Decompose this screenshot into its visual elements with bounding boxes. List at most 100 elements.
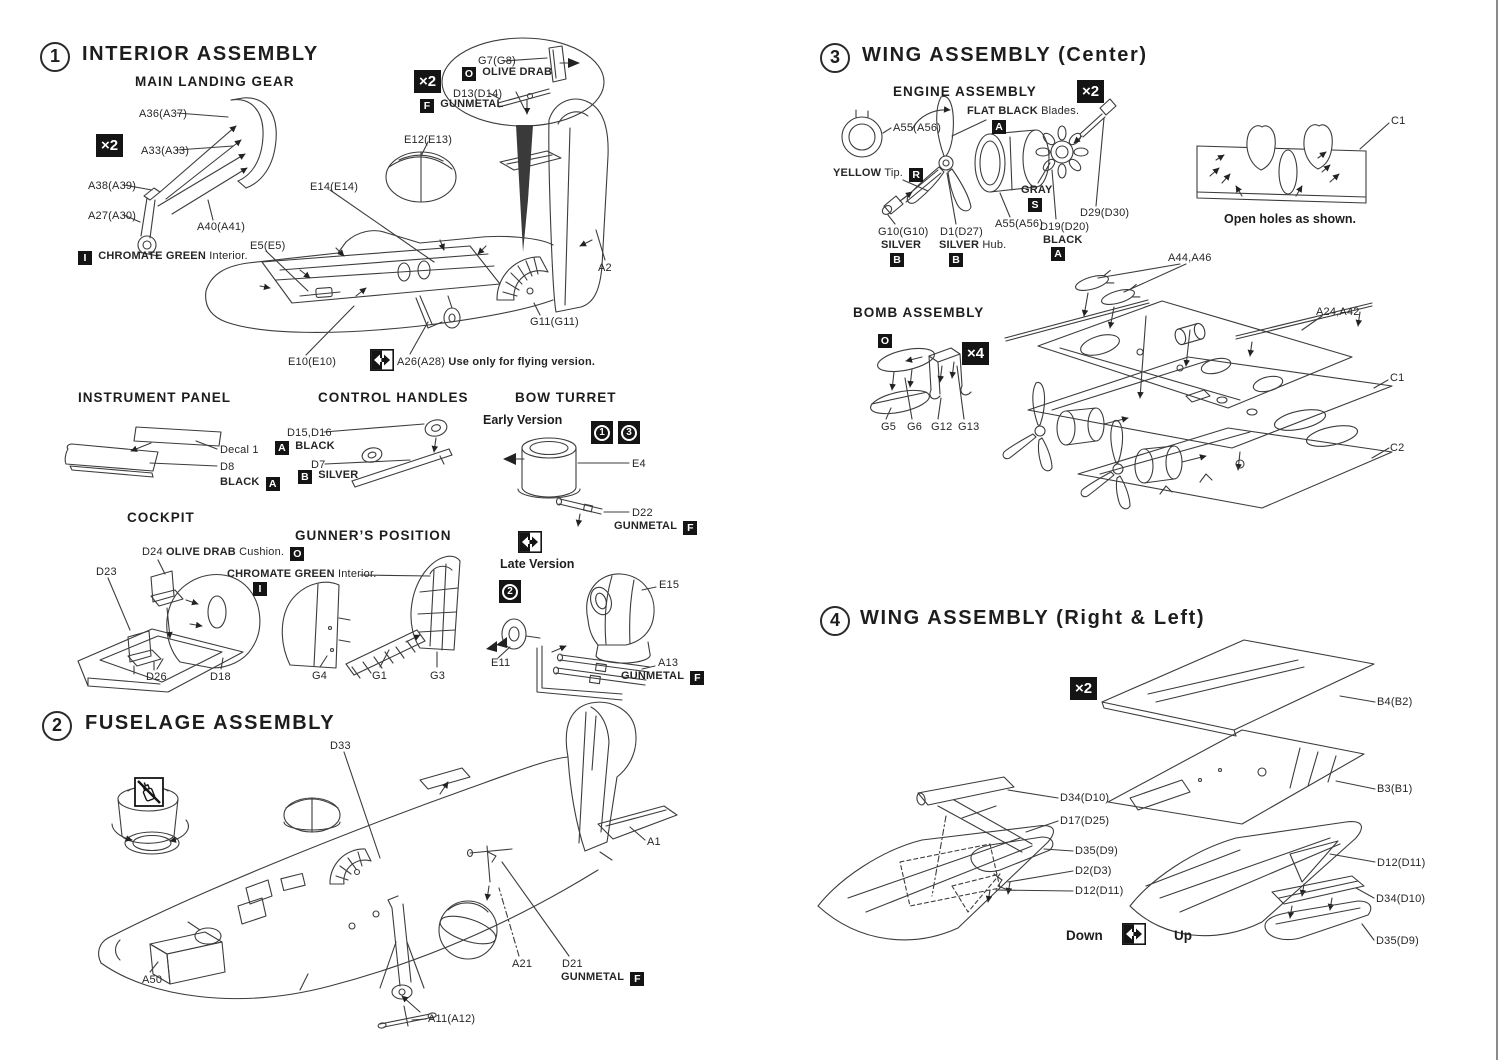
part-label-d26: D26 bbox=[146, 671, 167, 683]
paint-marker-F: F bbox=[683, 521, 698, 535]
part-label-d18: D18 bbox=[210, 671, 231, 683]
part-label-g3: G3 bbox=[430, 670, 446, 682]
gunmetal-note: F GUNMETAL bbox=[417, 98, 503, 113]
part-label-e10: E10(E10) bbox=[288, 356, 337, 368]
paint-color: GUNMETAL bbox=[614, 520, 678, 532]
late-version-label: Late Version bbox=[500, 557, 575, 571]
d1-color-note: SILVER Hub. bbox=[939, 239, 1006, 252]
part-label-d34-right: D34(D10) bbox=[1376, 893, 1426, 905]
blades-color-note: FLAT BLACK Blades. bbox=[967, 105, 1079, 118]
part-label-b4: B4(B2) bbox=[1377, 696, 1413, 708]
gunners-position-drawing bbox=[281, 555, 461, 679]
part-label-d7: D7 bbox=[311, 459, 326, 471]
part-label-a26: A26(A28) bbox=[397, 356, 446, 368]
part-label-e14: E14(E14) bbox=[310, 181, 359, 193]
paint-marker-A: A bbox=[1051, 247, 1065, 261]
part-label-g1: G1 bbox=[372, 670, 388, 682]
paint-marker-O: O bbox=[462, 67, 476, 81]
part-label-d35-right: D35(D9) bbox=[1376, 935, 1419, 947]
part-label-a55-ring: A55(A56) bbox=[893, 122, 942, 134]
instrument-panel-heading: INSTRUMENT PANEL bbox=[78, 390, 231, 405]
quantity-x4-badge: ×4 bbox=[962, 342, 990, 365]
part-label-g13: G13 bbox=[958, 421, 980, 433]
paint-color: GUNMETAL bbox=[561, 971, 625, 983]
part-label-e12: E12(E13) bbox=[404, 134, 453, 146]
paint-color: OLIVE DRAB bbox=[166, 546, 236, 558]
flying-version-note: Use only for flying version. bbox=[448, 356, 596, 368]
g10-color: SILVER bbox=[881, 239, 922, 251]
section-ref-2-badge: 2 bbox=[499, 580, 521, 603]
part-label-a21: A21 bbox=[512, 958, 533, 970]
part-label-d33: D33 bbox=[330, 740, 351, 752]
part-label-d12-left: D12(D11) bbox=[1075, 885, 1124, 897]
paint-marker-A: A bbox=[275, 441, 289, 455]
cushion-note: Cushion. bbox=[239, 546, 285, 558]
paint-note-rest: Interior. bbox=[209, 250, 248, 262]
part-label-a50: A50 bbox=[142, 974, 163, 986]
float-down-label: Down bbox=[1066, 928, 1103, 943]
part-label-c1-panel: C1 bbox=[1391, 115, 1406, 127]
swap-version-icon bbox=[518, 531, 542, 558]
part-label-d34-left: D34(D10) bbox=[1060, 792, 1110, 804]
part-label-b3: B3(B1) bbox=[1377, 783, 1413, 795]
paint-color: GUNMETAL bbox=[440, 98, 504, 110]
paint-marker-O: O bbox=[878, 334, 892, 348]
olive-drab-note: O OLIVE DRAB bbox=[459, 66, 552, 81]
cockpit-drawing bbox=[77, 559, 261, 693]
early-version-label: Early Version bbox=[483, 413, 563, 427]
a26-note: A26(A28) Use only for flying version. bbox=[397, 356, 595, 369]
paint-marker-O: O bbox=[290, 547, 305, 561]
section-4-title: WING ASSEMBLY (Right & Left) bbox=[860, 607, 1206, 629]
part-label-c2: C2 bbox=[1390, 442, 1405, 454]
part-label-d1: D1(D27) bbox=[940, 226, 983, 238]
section-3-number: 3 bbox=[820, 43, 850, 73]
part-label-g6: G6 bbox=[907, 421, 923, 433]
part-label-d22: D22 bbox=[632, 507, 653, 519]
section-ref-3-badge: 3 bbox=[618, 421, 640, 444]
section-4-number: 4 bbox=[820, 606, 850, 636]
part-label-a33: A33(A33) bbox=[141, 145, 190, 157]
part-label-e11: E11 bbox=[491, 657, 511, 669]
part-label-a11: A11(A12) bbox=[428, 1013, 476, 1025]
hub-note-rest: Hub. bbox=[982, 239, 1007, 251]
paint-marker-B: B bbox=[298, 470, 312, 484]
part-label-a44-a46: A44,A46 bbox=[1168, 252, 1212, 264]
wing-center-drawing bbox=[1002, 263, 1393, 510]
d21-color-note: GUNMETAL F bbox=[561, 971, 647, 986]
paint-color: OLIVE DRAB bbox=[482, 66, 553, 78]
paint-marker-S: S bbox=[1028, 198, 1042, 212]
section-3-title: WING ASSEMBLY (Center) bbox=[862, 44, 1148, 66]
section-ref-number: 3 bbox=[621, 424, 637, 441]
control-handles-drawing bbox=[323, 419, 453, 488]
engine-assembly-drawing bbox=[841, 95, 1117, 225]
instrument-panel-drawing bbox=[64, 426, 222, 478]
paint-color: FLAT BLACK bbox=[967, 105, 1038, 117]
part-label-d8: D8 bbox=[220, 461, 235, 473]
part-label-g11: G11(G11) bbox=[530, 316, 579, 328]
section-ref-number: 1 bbox=[594, 424, 610, 441]
wing-right-left-drawing bbox=[817, 639, 1376, 941]
quantity-x2-badge: ×2 bbox=[414, 70, 442, 93]
swap-version-icon bbox=[1122, 923, 1146, 950]
paint-color: YELLOW bbox=[833, 167, 882, 179]
tip-color-note: YELLOW Tip. R bbox=[833, 167, 926, 182]
paint-color: SILVER bbox=[318, 469, 359, 481]
part-label-d13: D13(D14) bbox=[453, 88, 503, 100]
part-label-a27: A27(A30) bbox=[88, 210, 137, 222]
paint-marker-F: F bbox=[690, 671, 705, 685]
section-ref-number: 2 bbox=[502, 583, 518, 600]
interior-hull-drawing bbox=[205, 98, 609, 356]
paint-marker-A: A bbox=[265, 477, 280, 491]
paint-marker-B: B bbox=[890, 253, 904, 267]
part-label-g12: G12 bbox=[931, 421, 953, 433]
d8-color-note: BLACK A bbox=[220, 476, 283, 491]
paint-color: GUNMETAL bbox=[621, 670, 685, 682]
part-label-g10: G10(G10) bbox=[878, 226, 929, 238]
part-label-d15-d16: D15,D16 bbox=[287, 427, 332, 439]
paint-marker-B: B bbox=[949, 253, 963, 267]
bomb-assembly-heading: BOMB ASSEMBLY bbox=[853, 305, 985, 320]
no-glue-icon bbox=[134, 777, 164, 812]
part-label-c1: C1 bbox=[1390, 372, 1405, 384]
part-label-a13: A13 bbox=[658, 657, 679, 669]
